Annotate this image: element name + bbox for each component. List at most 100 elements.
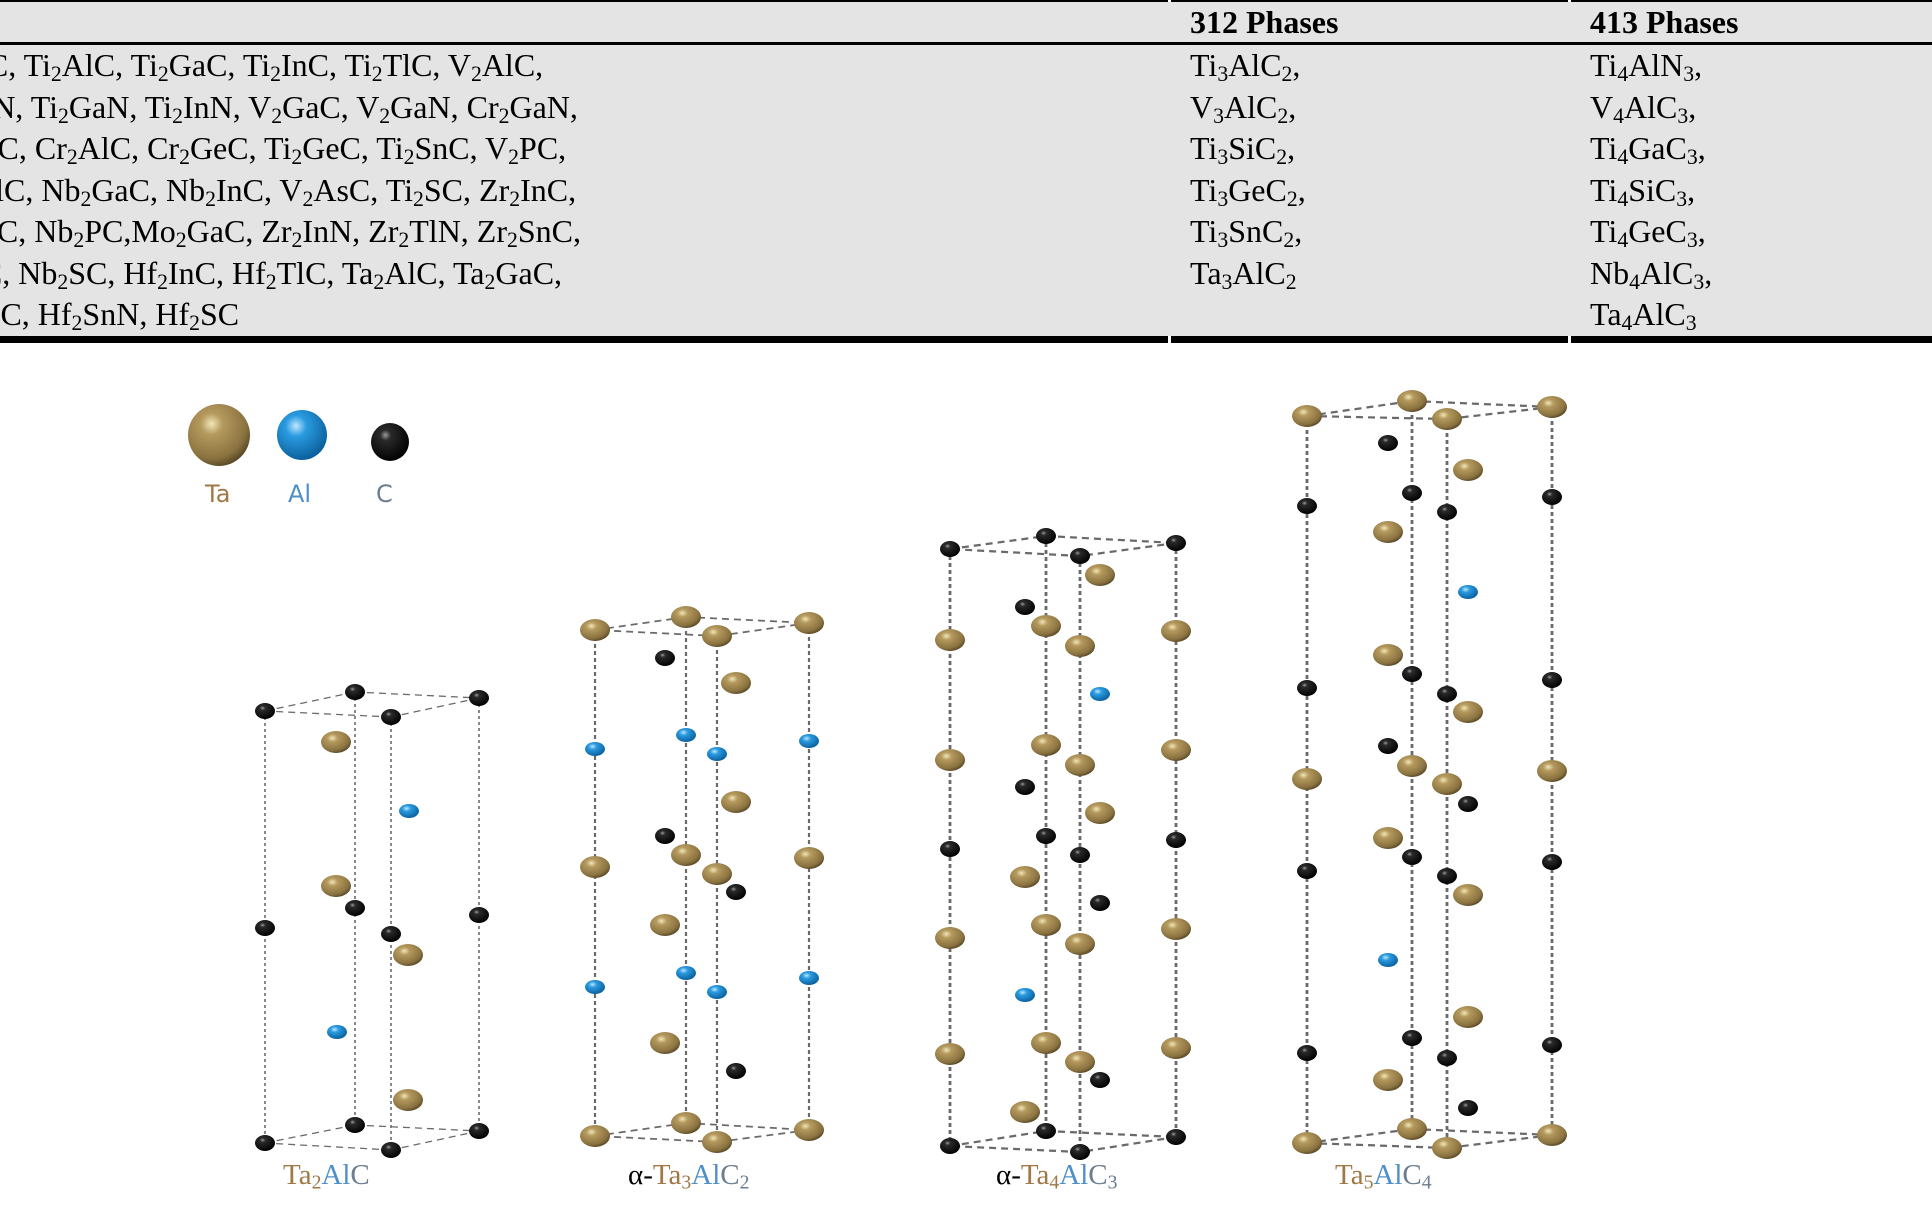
c-atom-icon <box>1402 1030 1422 1046</box>
c-atom-icon <box>1297 680 1317 696</box>
table-row-211: Zr2SC, Nb2SC, Hf2InC, Hf2TlC, Ta2AlC, Ta… <box>0 254 563 294</box>
ta-atom-icon <box>321 731 351 753</box>
column-divider-2-bottom <box>1568 336 1571 343</box>
unit-cell-edge <box>1079 541 1177 558</box>
c-atom-icon <box>1458 796 1478 812</box>
ta-atom-icon <box>1432 408 1462 430</box>
ta-atom-icon <box>721 791 751 813</box>
unit-cell-edge <box>594 1122 687 1137</box>
ta-atom-icon <box>671 844 701 866</box>
c-atom-icon <box>345 1117 365 1133</box>
legend-label-ta: Ta <box>205 480 231 508</box>
ta-atom-icon <box>671 606 701 628</box>
unit-cell-edge <box>264 710 392 718</box>
ta-atom-icon <box>1537 760 1567 782</box>
structures <box>255 390 1567 1160</box>
al-atom-icon <box>707 747 727 761</box>
table-row-312: Ti3SnC2, <box>1190 213 1303 252</box>
table-row-211: Ti2InC, Ti2AlC, Ti2GaC, Ti2InC, Ti2TlC, … <box>0 47 544 86</box>
c-atom-icon <box>1542 1037 1562 1053</box>
ta-atom-icon <box>1373 644 1403 666</box>
c-atom-icon <box>940 1138 960 1154</box>
ta-atom-icon <box>1453 884 1483 906</box>
al-atom-icon <box>1015 988 1035 1002</box>
c-atom-icon <box>469 690 489 706</box>
c-atom-icon <box>655 650 675 666</box>
table-row-211: Nb2AlC, Nb2GaC, Nb2InC, V2AsC, Ti2SC, Zr… <box>0 171 577 211</box>
table-row-413: Nb4AlC3, <box>1590 254 1713 294</box>
c-atom-icon <box>255 1135 275 1151</box>
c-atom-icon <box>1378 435 1398 451</box>
unit-cell-edge <box>390 1130 480 1151</box>
ta-atom-icon <box>1085 802 1115 824</box>
unit-cell-edge <box>1306 414 1448 421</box>
c-atom-icon <box>1036 528 1056 544</box>
table-row-211: Zr2SnC, Nb2PC,Mo2GaC, Zr2InN, Zr2TlN, Zr… <box>0 213 582 252</box>
c-atom-icon <box>726 884 746 900</box>
table-row-312: Ta3AlC2 <box>1190 254 1297 294</box>
ta-atom-icon <box>1373 827 1403 849</box>
ta-atom-icon <box>1432 1137 1462 1159</box>
table-row-312: V3AlC2, <box>1190 88 1297 128</box>
al-atom-icon <box>1378 953 1398 967</box>
table-row-413: Ti4SiC3, <box>1590 171 1696 211</box>
c-atom-icon <box>1297 863 1317 879</box>
c-atom-icon <box>1402 849 1422 865</box>
ta-atom-icon <box>321 875 351 897</box>
unit-cell-edge <box>949 1144 1081 1154</box>
c-atom-icon <box>1166 535 1186 551</box>
unit-cell-edge <box>354 691 480 699</box>
structure-label-Ta5AlC4: Ta5AlC4 <box>1335 1159 1432 1194</box>
c-atom-icon <box>1542 854 1562 870</box>
table-row-211: Ti2AlN, Ti2GaN, Ti2InN, V2GaC, V2GaN, Cr… <box>0 88 578 128</box>
ta-atom-icon <box>935 629 965 651</box>
c-atom-icon <box>655 828 675 844</box>
c-atom-icon <box>381 1142 401 1158</box>
ta-atom-icon <box>580 1125 610 1147</box>
ta-atom-icon <box>1161 739 1191 761</box>
unit-cell-edge <box>1446 1133 1553 1150</box>
ta-atom-icon <box>1031 1032 1061 1054</box>
ta-atom-icon <box>1292 405 1322 427</box>
c-atom-icon <box>1402 485 1422 501</box>
header-rule <box>0 42 1932 45</box>
unit-cell-edge <box>685 1122 810 1131</box>
table-top-border <box>0 0 1932 2</box>
c-atom-icon <box>1070 548 1090 564</box>
ta-atom-icon <box>1010 1101 1040 1123</box>
c-atom-icon <box>1297 498 1317 514</box>
c-atom-icon <box>1036 828 1056 844</box>
al-atom-icon <box>799 734 819 748</box>
unit-cell-edge <box>1306 399 1413 418</box>
ta-atom-icon <box>1453 701 1483 723</box>
c-atom-icon <box>469 907 489 923</box>
ta-atom-icon <box>1453 1006 1483 1028</box>
al-atom-icon <box>399 804 419 818</box>
unit-cell-edge <box>949 547 1081 558</box>
ta-atom-icon <box>393 1089 423 1111</box>
column-divider-1-bottom <box>1168 336 1171 343</box>
c-atom-icon <box>1090 895 1110 911</box>
structure-alpha-Ta4AlC3 <box>935 528 1191 1160</box>
unit-cell-edge <box>264 1142 392 1151</box>
c-atom-icon <box>1437 1050 1457 1066</box>
ta-atom-icon <box>1031 615 1061 637</box>
legend-ta-sphere-icon <box>188 404 250 466</box>
ta-atom-icon <box>935 1043 965 1065</box>
column-312-phases: Ti3AlC2,V3AlC2,Ti3SiC2,Ti3GeC2,Ti3SnC2,T… <box>1190 45 1306 294</box>
table-row-413: Ti4GeC3, <box>1590 213 1706 252</box>
ta-atom-icon <box>1432 773 1462 795</box>
ta-atom-icon <box>1397 390 1427 412</box>
c-atom-icon <box>1437 868 1457 884</box>
header-312-phases: 312 Phases <box>1190 4 1339 40</box>
ta-atom-icon <box>1373 521 1403 543</box>
c-atom-icon <box>1437 504 1457 520</box>
c-atom-icon <box>726 1063 746 1079</box>
ta-atom-icon <box>1537 1124 1567 1146</box>
structure-Ta5AlC4 <box>1292 390 1567 1159</box>
table-row-413: Ta4AlC3 <box>1590 296 1697 335</box>
unit-cell-edge <box>594 629 718 637</box>
ta-atom-icon <box>1373 1069 1403 1091</box>
al-atom-icon <box>1458 585 1478 599</box>
